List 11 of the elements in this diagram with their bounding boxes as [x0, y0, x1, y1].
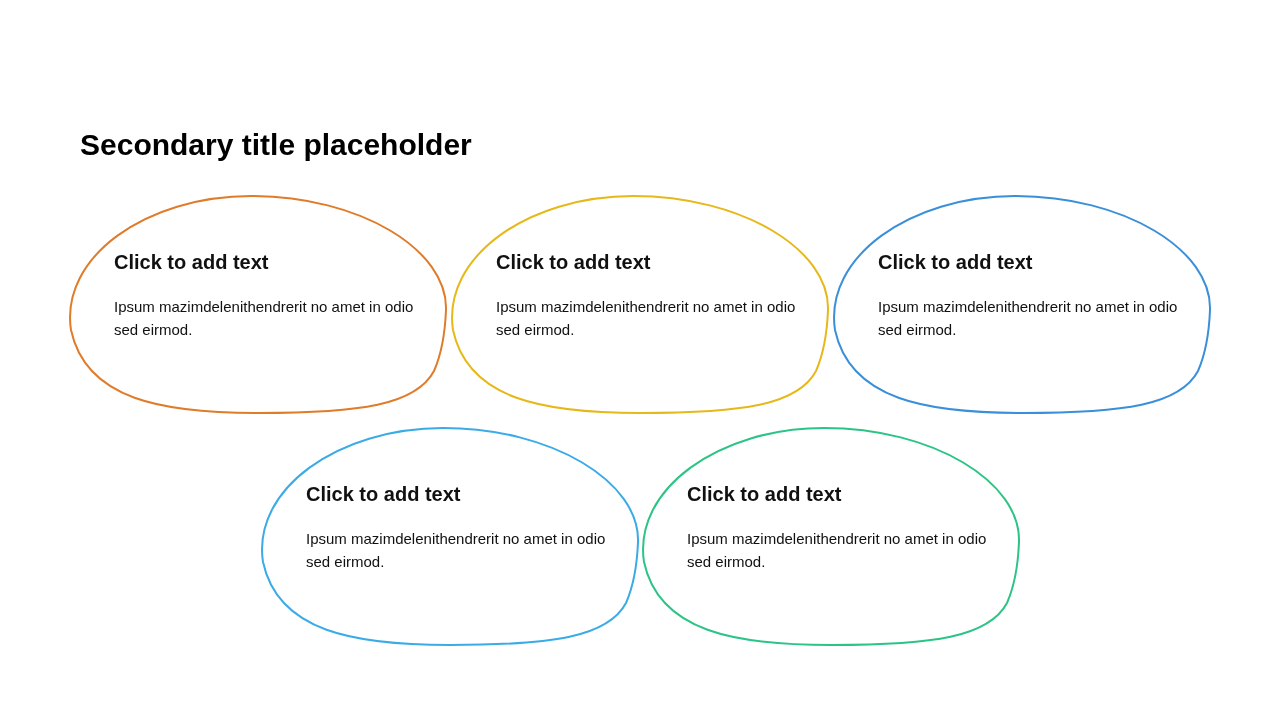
- card-heading: Click to add text: [687, 483, 842, 506]
- card-heading: Click to add text: [306, 483, 461, 506]
- card-heading: Click to add text: [878, 251, 1033, 274]
- slide-title: Secondary title placeholder: [80, 128, 472, 162]
- card-body-text: Ipsum mazimdelenithendrerit no amet in odio sed eirmod.: [114, 297, 414, 340]
- card-heading: Click to add text: [114, 251, 269, 274]
- card-body-text: Ipsum mazimdelenithendrerit no amet in odio sed eirmod.: [878, 297, 1178, 340]
- card-body-text: Ipsum mazimdelenithendrerit no amet in odio sed eirmod.: [306, 529, 606, 572]
- card-body-text: Ipsum mazimdelenithendrerit no amet in odio sed eirmod.: [687, 529, 987, 572]
- card-heading: Click to add text: [496, 251, 651, 274]
- card-body-text: Ipsum mazimdelenithendrerit no amet in odio sed eirmod.: [496, 297, 796, 340]
